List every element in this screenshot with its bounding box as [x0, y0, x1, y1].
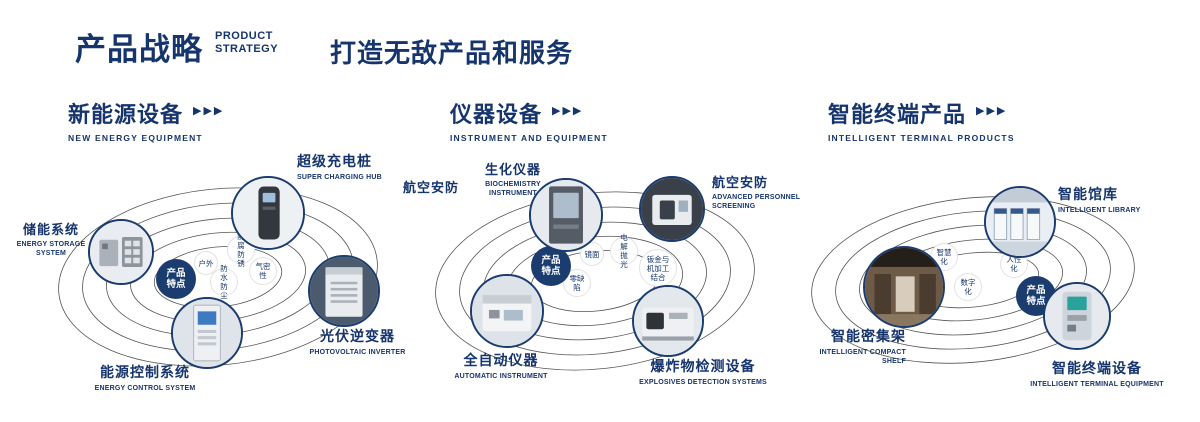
item-label: 全自动仪器 AUTOMATIC INSTRUMENT [454, 352, 548, 380]
photovoltaic-inverter-image [308, 255, 380, 327]
product-features-badge: 产品特点 [156, 259, 196, 299]
item-label: 智能馆库 INTELLIGENT LIBRARY [1058, 186, 1141, 214]
item-label: 爆炸物检测设备 EXPLOSIVES DETECTION SYSTEMS [639, 358, 767, 386]
super-charging-hub-image [231, 176, 305, 250]
intelligent-compact-shelf-image [863, 246, 945, 328]
intelligent-library-image [984, 186, 1056, 258]
energy-control-system-image [171, 297, 243, 369]
item-label: 生化仪器 BIOCHEMISTRY INSTRUMENT [484, 162, 541, 198]
intelligent-library-photo [986, 188, 1054, 256]
feature-tag: 防水防尘 [210, 264, 238, 300]
biochemistry-instrument-image [529, 178, 603, 252]
triple-arrow-icon: ▶▶▶ [976, 105, 1008, 117]
item-label: 光伏逆变器 PHOTOVOLTAIC INVERTER [309, 328, 406, 356]
intelligent-compact-shelf-photo [865, 248, 943, 326]
section-title: 新能源设备 [68, 102, 184, 127]
section-title: 仪器设备 [450, 102, 543, 127]
intelligent-terminal-equipment-image [1043, 282, 1111, 350]
intelligent-terminal-equipment-photo [1045, 284, 1109, 348]
energy-storage-image [88, 219, 154, 285]
biochemistry-instrument-photo [531, 180, 601, 250]
item-label: 能源控制系统 ENERGY CONTROL SYSTEM [94, 364, 196, 392]
automatic-instrument-photo [472, 276, 542, 346]
product-features-badge: 产品特点 [531, 246, 571, 286]
explosives-detection-image [632, 285, 704, 357]
section-subtitle: NEW ENERGY EQUIPMENT [68, 133, 203, 143]
aviation-security-label: 航空安防 [403, 180, 460, 195]
section-header-new-energy: 新能源设备 ▶▶▶ NEW ENERGY EQUIPMENT [68, 97, 224, 143]
item-label: 智能密集架 INTELLIGENT COMPACT SHELF [819, 328, 906, 366]
section-header-instruments: 仪器设备 ▶▶▶ INSTRUMENT AND EQUIPMENT [450, 97, 608, 143]
personnel-screening-photo [641, 178, 703, 240]
section-subtitle: INTELLIGENT TERMINAL PRODUCTS [828, 133, 1015, 143]
automatic-instrument-image [470, 274, 544, 348]
energy-control-system-photo [173, 299, 241, 367]
triple-arrow-icon: ▶▶▶ [193, 105, 225, 117]
item-label: 储能系统 ENERGY STORAGE SYSTEM [16, 222, 86, 258]
super-charging-hub-photo [233, 178, 303, 248]
triple-arrow-icon: ▶▶▶ [552, 105, 584, 117]
feature-tag: 钣金与机加工结合 [639, 249, 677, 287]
item-label: 航空安防 ADVANCED PERSONNEL SCREENING [712, 175, 801, 211]
section-subtitle: INSTRUMENT AND EQUIPMENT [450, 133, 608, 143]
item-label: 智能终端设备 INTELLIGENT TERMINAL EQUIPMENT [1030, 360, 1164, 388]
section-header-intelligent-terminal: 智能终端产品 ▶▶▶ INTELLIGENT TERMINAL PRODUCTS [828, 97, 1015, 143]
personnel-screening-image [639, 176, 705, 242]
feature-tag: 电解抛光 [610, 233, 638, 269]
photovoltaic-inverter-photo [310, 257, 378, 325]
explosives-detection-photo [634, 287, 702, 355]
energy-storage-photo [90, 221, 152, 283]
item-label: 超级充电桩 SUPER CHARGING HUB [297, 153, 382, 181]
feature-tag: 数字化 [954, 273, 982, 301]
section-title: 智能终端产品 [828, 102, 967, 127]
page-subtitle: 打造无敌产品和服务 [330, 38, 574, 68]
feature-tag: 气密性 [249, 257, 277, 285]
page-title: 产品战略 [75, 32, 203, 67]
